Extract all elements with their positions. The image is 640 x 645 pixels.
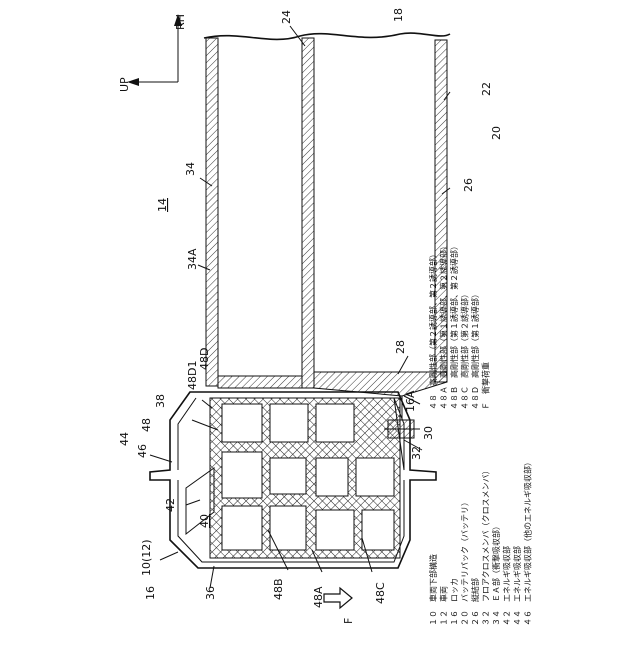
legend-left-2: １６ ロッカ	[450, 578, 459, 626]
ref-32: 32	[410, 446, 423, 460]
ref-34A: 34A	[186, 248, 199, 270]
ref-24: 24	[280, 10, 293, 24]
battery-pack-structure	[204, 33, 450, 420]
legend-left-7: ４２ エネルギ吸収部	[502, 546, 512, 626]
ref-28: 28	[394, 340, 407, 354]
legend-left-3: ２０ バッテリパック（バッテリ）	[461, 498, 470, 626]
ref-36: 36	[204, 586, 217, 600]
ref-34: 34	[184, 162, 197, 176]
ref-48D: 48D	[198, 348, 211, 370]
impact-force-arrow	[324, 588, 352, 608]
legend-left-4: ２６ 縦結部	[470, 578, 480, 626]
ref-44: 44	[118, 432, 131, 446]
rh-label: RH	[174, 14, 187, 30]
ref-16: 16	[144, 586, 157, 600]
legend-left-9: ４６ エネルギ吸収部（他のエネルギ吸収部）	[523, 458, 533, 626]
ref-14: 14	[156, 198, 169, 212]
ref-42: 42	[164, 498, 177, 512]
ref-48A: 48A	[312, 586, 325, 608]
ref-40: 40	[198, 514, 211, 528]
ref-force-F: F	[342, 618, 355, 624]
legend-left-6: ３４ ＥＡ部（衝撃吸収部）	[491, 522, 501, 626]
legend-right-3: ４８Ｃ 高剛性部（第２誘導部）	[460, 290, 470, 410]
legend-right-5: Ｆ 衝撃荷重	[481, 362, 491, 410]
ref-38: 38	[154, 394, 167, 408]
legend-left-0: １０ 車両下部構造	[428, 554, 438, 626]
ref-18: 18	[392, 8, 405, 22]
rocker-section	[150, 392, 436, 568]
up-label: UP	[118, 77, 131, 92]
legend: １０ 車両下部構造１２ 車両１６ ロッカ２０ バッテリパック（バッテリ）２６ 縦…	[428, 242, 533, 626]
ref-22: 22	[480, 82, 493, 96]
legend-left-8: ４４ エネルギ吸収部	[512, 546, 522, 626]
legend-right-0: ４８ 高剛性部（第２誘導部、第２誘導部）	[428, 250, 438, 410]
legend-left-1: １２ 車両	[439, 586, 449, 626]
ref-48B: 48B	[272, 578, 285, 600]
ref-20: 20	[490, 126, 503, 140]
ref-26: 26	[462, 178, 475, 192]
legend-right-2: ４８Ｂ 高剛性部（第１誘導部、第２誘導部）	[449, 242, 459, 410]
ref-48C: 48C	[374, 582, 387, 604]
legend-left-5: ３２ フロアクロスメンバ（クロスメンバ）	[482, 466, 491, 626]
legend-right-1: ４８Ａ 高剛性部（第１誘導部、第２誘導部）	[439, 242, 449, 410]
ref-48: 48	[140, 418, 153, 432]
ref-10-12: 10(12)	[140, 539, 153, 576]
ref-30: 30	[422, 426, 435, 440]
ref-16A: 16A	[404, 390, 417, 412]
legend-right-4: ４８Ｄ 高剛性部（第１誘導部）	[470, 290, 480, 410]
ref-46: 46	[136, 444, 149, 458]
